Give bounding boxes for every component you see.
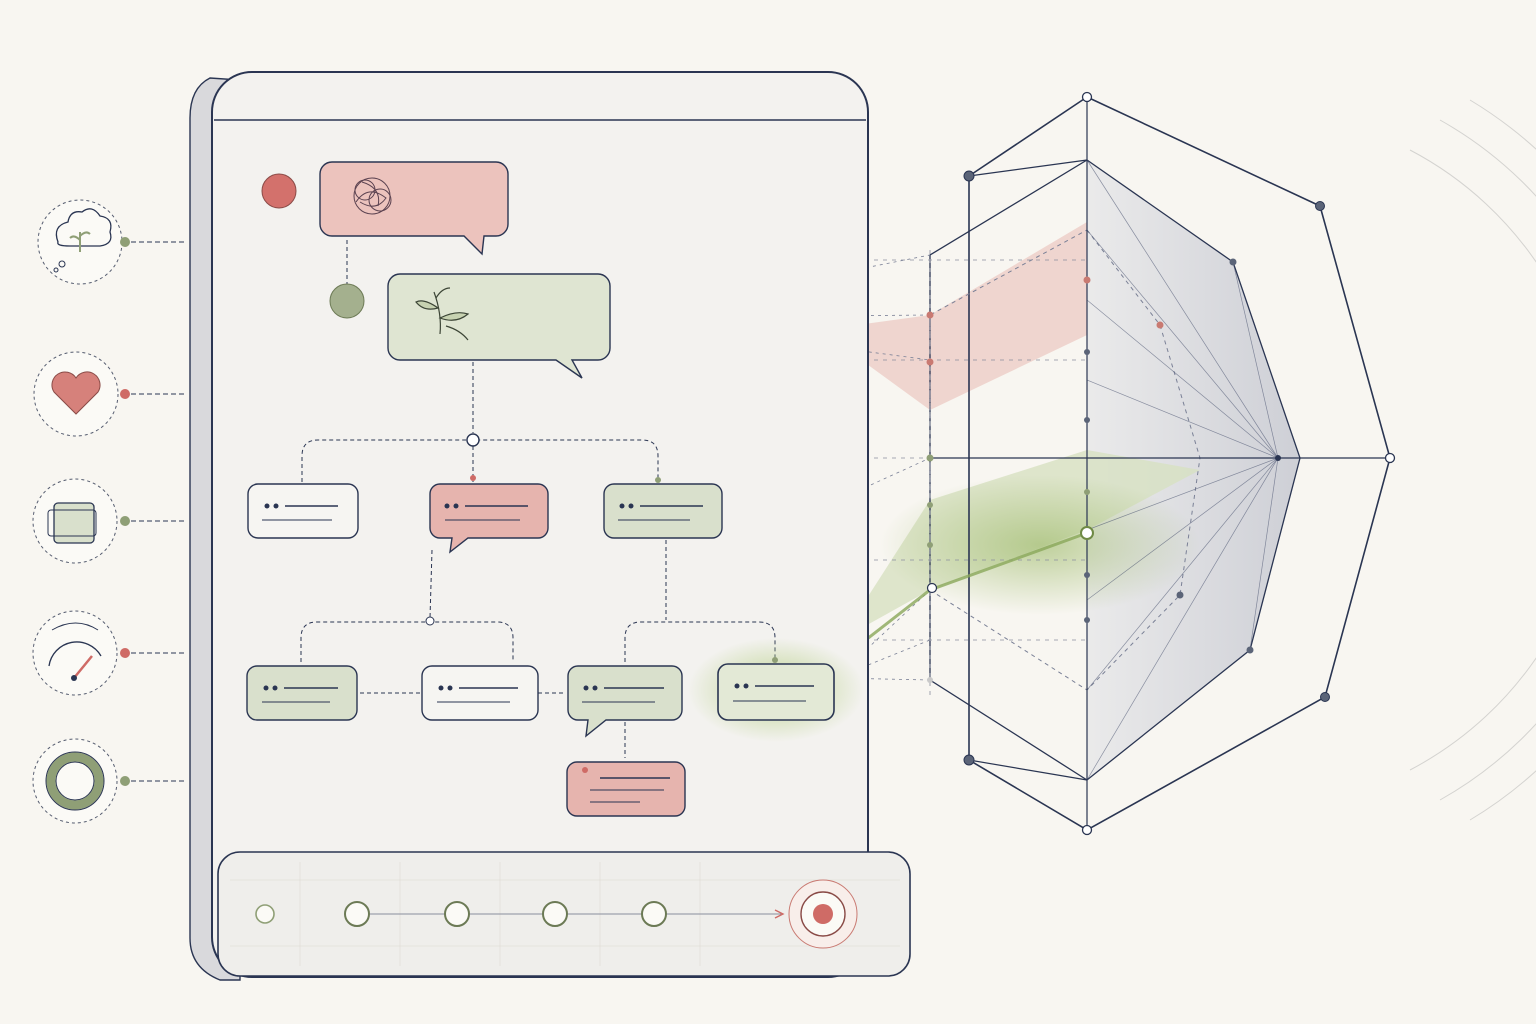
node-card-sage-2[interactable] [246,665,358,721]
timeline-step-5[interactable] [641,901,667,927]
node-card-sage-3[interactable] [567,665,683,738]
timeline-bar [217,851,911,977]
timeline-step-3[interactable] [444,901,470,927]
node-card-highlight[interactable] [688,638,864,742]
node-card-sage[interactable] [603,477,723,539]
node-card-rose-2[interactable] [566,761,686,817]
ring-icon[interactable] [32,738,185,824]
node-card-grey[interactable] [247,483,359,539]
echo-arcs [1409,99,1536,821]
tree-connectors [300,362,776,758]
radar-vertices [926,91,1396,836]
radar-outer-ring [968,96,1391,831]
timeline-step-4[interactable] [542,901,568,927]
radar-diagram [611,91,1536,836]
tree-root-node [466,433,480,447]
sprout-icon [415,287,470,341]
gauge-icon[interactable] [32,610,185,696]
heart-icon[interactable] [33,351,185,437]
radar-fan-lines [1086,159,1279,781]
app-panel [189,71,911,981]
timeline-step-1[interactable] [255,904,275,924]
tangle-icon [353,177,392,215]
thought-bubble-tangle[interactable] [261,161,509,256]
node-card-grey-2[interactable] [421,665,539,721]
timeline-step-2[interactable] [344,901,370,927]
side-icon-column [32,199,185,824]
thought-bubble-sprout[interactable] [329,273,611,379]
radar-wedge-rose [820,222,1087,410]
node-card-rose[interactable] [429,475,549,554]
radar-axes [930,97,1390,830]
sprout-thought-icon[interactable] [37,199,185,285]
layers-icon[interactable] [32,478,185,564]
target-icon[interactable] [788,879,858,949]
